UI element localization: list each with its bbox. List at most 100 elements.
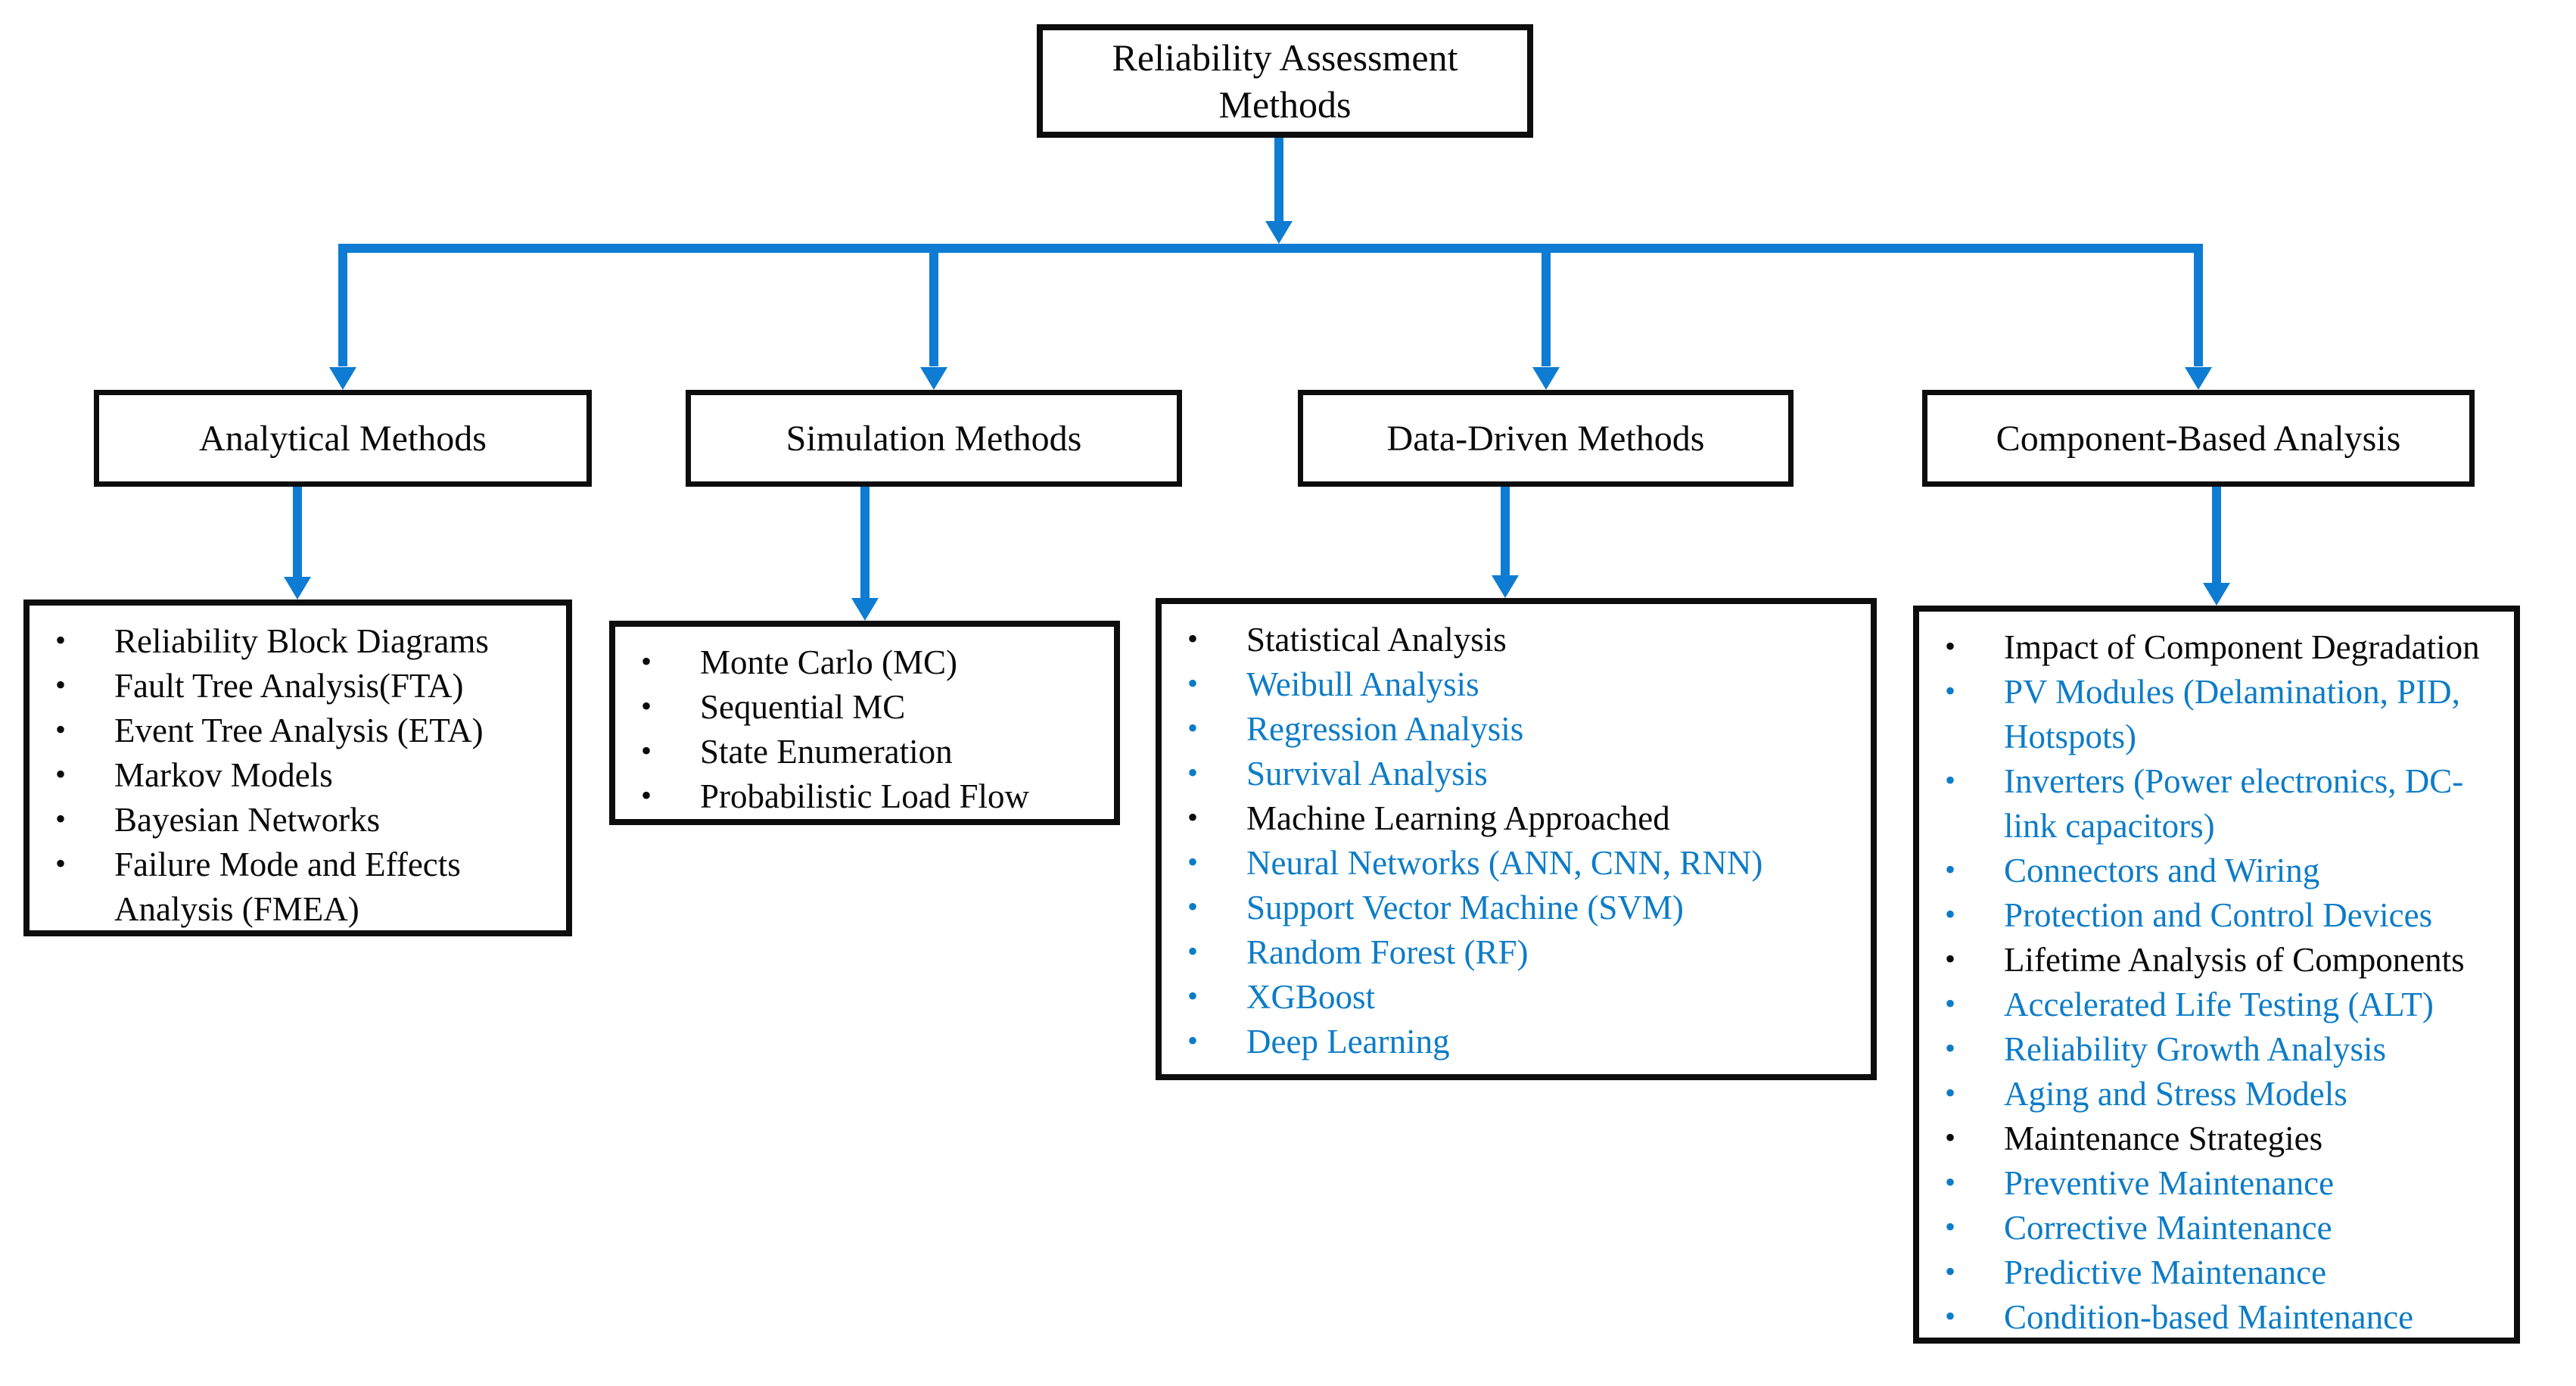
arrow-down-simulation-icon — [920, 367, 947, 390]
header-label-datadriven: Data-Driven Methods — [1386, 418, 1705, 459]
bullet-icon: • — [641, 644, 652, 678]
arrow-down-datadriven-list-icon — [1492, 575, 1519, 598]
connector-datadriven-to-list — [1501, 487, 1510, 575]
list-item-text: Inverters (Power electronics, DC-link ca… — [2004, 762, 2464, 845]
bullet-icon: • — [1187, 889, 1199, 923]
list-item-text: Corrective Maintenance — [2004, 1209, 2332, 1247]
bullet-icon: • — [1945, 1076, 1956, 1110]
list-item: • XGBoost — [1162, 975, 1871, 1020]
list-item-text: Support Vector Machine (SVM) — [1246, 889, 1684, 927]
list-item: • Reliability Growth Analysis — [1919, 1027, 2514, 1072]
arrow-down-analytical-icon — [329, 367, 356, 390]
root-box-title-line1: Reliability Assessment — [1112, 36, 1458, 79]
bullet-icon: • — [641, 689, 652, 723]
list-item-text: Accelerated Life Testing (ALT) — [2004, 986, 2434, 1023]
bullet-icon: • — [1945, 986, 1956, 1020]
bullet-icon: • — [1187, 934, 1199, 968]
list-item: • Bayesian Networks — [30, 798, 566, 843]
list-item-text: Weibull Analysis — [1246, 665, 1479, 703]
list-item-text: Monte Carlo (MC) — [700, 643, 957, 681]
header-label-analytical: Analytical Methods — [199, 418, 487, 459]
list-item: • Lifetime Analysis of Components — [1919, 938, 2514, 983]
bullet-icon: • — [1187, 845, 1199, 879]
arrow-down-component-icon — [2185, 367, 2212, 390]
component-based-analysis-list-box: • Impact of Component Degradation • PV M… — [1913, 606, 2520, 1344]
bullet-icon: • — [1945, 1210, 1956, 1244]
list-item: • Machine Learning Approached — [1162, 796, 1871, 841]
list-item-text: Random Forest (RF) — [1246, 933, 1529, 971]
list-item: • Survival Analysis — [1162, 752, 1871, 796]
list-item-text: Impact of Component Degradation — [2004, 628, 2480, 666]
bullet-icon: • — [1945, 897, 1956, 931]
connector-bus-line — [338, 244, 2203, 253]
bullet-icon: • — [55, 802, 67, 836]
bullet-icon: • — [1945, 1165, 1956, 1199]
list-item-text: Reliability Growth Analysis — [2004, 1030, 2386, 1068]
list-item-text: Deep Learning — [1246, 1023, 1450, 1061]
list-item-text: Sequential MC — [700, 688, 906, 726]
list-item-text: PV Modules (Delamination, PID, Hotspots) — [2004, 673, 2460, 755]
list-item: • Fault Tree Analysis(FTA) — [30, 664, 566, 709]
header-box-component-based-analysis: Component-Based Analysis — [1922, 390, 2475, 487]
list-item-text: Connectors and Wiring — [2004, 852, 2320, 889]
list-item-text: Markov Models — [114, 756, 333, 794]
bullet-icon: • — [55, 623, 67, 657]
bullet-icon: • — [55, 712, 67, 746]
list-item: • Event Tree Analysis (ETA) — [30, 709, 566, 753]
root-box-reliability-assessment-methods: Reliability Assessment Methods — [1037, 24, 1533, 138]
bullet-icon: • — [1945, 852, 1956, 886]
bullet-icon: • — [55, 757, 67, 791]
analytical-methods-list-box: • Reliability Block Diagrams • Fault Tre… — [23, 600, 572, 936]
header-label-component: Component-Based Analysis — [1996, 418, 2401, 459]
bullet-icon: • — [1945, 1031, 1956, 1065]
list-item: • Statistical Analysis — [1162, 618, 1871, 662]
list-item: • Support Vector Machine (SVM) — [1162, 886, 1871, 930]
list-item: • Connectors and Wiring — [1919, 849, 2514, 893]
connector-simulation-to-list — [860, 487, 870, 598]
list-item-text: Aging and Stress Models — [2004, 1075, 2347, 1113]
list-item: • Weibull Analysis — [1162, 662, 1871, 707]
list-item: • State Enumeration — [615, 730, 1114, 774]
root-box-title-line2: Methods — [1218, 83, 1352, 126]
list-item: • Failure Mode and Effects Analysis (FME… — [30, 843, 566, 932]
arrow-down-analytical-list-icon — [284, 577, 311, 600]
bullet-icon: • — [1945, 1120, 1956, 1154]
bullet-icon: • — [1945, 674, 1956, 708]
arrow-down-trunk-icon — [1265, 221, 1293, 244]
list-item-text: Probabilistic Load Flow — [700, 777, 1029, 815]
bullet-icon: • — [1187, 755, 1199, 790]
connector-drop-analytical — [338, 253, 347, 366]
bullet-icon: • — [1187, 979, 1199, 1013]
list-item: • Predictive Maintenance — [1919, 1251, 2514, 1295]
list-item: • Impact of Component Degradation — [1919, 625, 2514, 670]
list-item: • Monte Carlo (MC) — [615, 640, 1114, 685]
list-item: • Deep Learning — [1162, 1020, 1871, 1064]
header-box-simulation-methods: Simulation Methods — [686, 390, 1182, 487]
connector-drop-simulation — [929, 253, 938, 366]
bullet-icon: • — [1187, 1023, 1199, 1057]
list-item-text: Fault Tree Analysis(FTA) — [114, 667, 464, 705]
list-item-text: Preventive Maintenance — [2004, 1164, 2335, 1202]
connector-trunk-line — [1274, 138, 1283, 221]
list-item: • Protection and Control Devices — [1919, 893, 2514, 938]
header-box-analytical-methods: Analytical Methods — [94, 390, 592, 487]
list-item: • Reliability Block Diagrams — [30, 619, 566, 664]
list-item-text: Predictive Maintenance — [2004, 1254, 2327, 1291]
bullet-icon: • — [1187, 711, 1199, 745]
bullet-icon: • — [1945, 629, 1956, 663]
list-item: • Accelerated Life Testing (ALT) — [1919, 983, 2514, 1027]
list-item-text: Condition-based Maintenance — [2004, 1298, 2414, 1336]
list-item: • Inverters (Power electronics, DC-link … — [1919, 759, 2514, 849]
connector-component-to-list — [2212, 487, 2221, 583]
arrow-down-datadriven-icon — [1532, 367, 1560, 390]
bullet-icon: • — [1945, 1299, 1956, 1333]
list-item-text: Neural Networks (ANN, CNN, RNN) — [1246, 844, 1763, 882]
list-item-text: XGBoost — [1246, 978, 1376, 1016]
bullet-icon: • — [1187, 666, 1199, 700]
connector-drop-datadriven — [1542, 253, 1551, 366]
list-item-text: Regression Analysis — [1246, 710, 1524, 748]
bullet-icon: • — [641, 778, 652, 812]
bullet-icon: • — [1945, 763, 1956, 797]
list-item-text: Event Tree Analysis (ETA) — [114, 712, 484, 749]
